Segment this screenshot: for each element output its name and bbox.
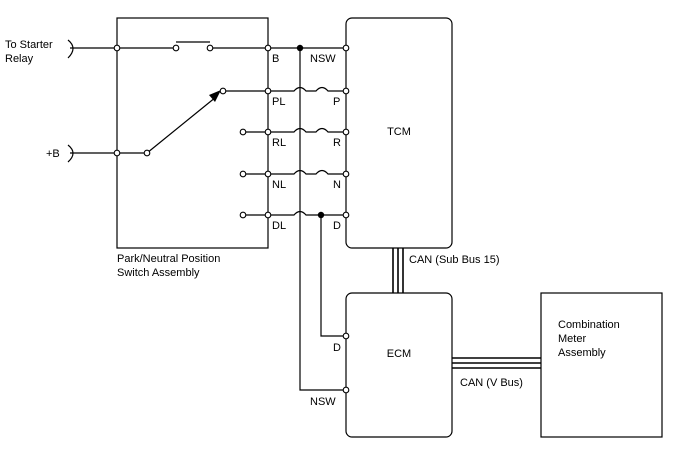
switch-pin-rl: RL bbox=[272, 137, 286, 149]
tcm-pin-r: R bbox=[333, 137, 341, 149]
combination-meter-box bbox=[540, 292, 663, 438]
tcm-pin-p: P bbox=[333, 96, 340, 108]
ecm-pin-nsw: NSW bbox=[310, 396, 336, 408]
nsw-drop-wire bbox=[299, 48, 346, 391]
can-v-bus bbox=[452, 357, 541, 369]
meter-label-line3: Assembly bbox=[558, 347, 606, 359]
switch-arrow-head bbox=[209, 90, 221, 102]
meter-label-line1: Combination bbox=[558, 319, 620, 331]
switch-pin-nl: NL bbox=[272, 179, 286, 191]
switch-assembly-label-line1: Park/Neutral Position bbox=[117, 253, 220, 265]
switch-pin-pl: PL bbox=[272, 96, 285, 108]
tcm-pin-nsw: NSW bbox=[310, 53, 336, 65]
junction-dot bbox=[296, 44, 304, 52]
plus-b-label: +B bbox=[46, 148, 60, 160]
starter-relay-wire bbox=[67, 39, 117, 59]
can-sub-bus-label: CAN (Sub Bus 15) bbox=[409, 254, 499, 266]
switch-pin-b: B bbox=[272, 53, 279, 65]
ecm-label: ECM bbox=[387, 348, 411, 360]
junction-dot bbox=[317, 211, 325, 219]
switch-internal-wiring bbox=[117, 41, 268, 216]
tcm-pin-d: D bbox=[333, 220, 341, 232]
tcm-label: TCM bbox=[387, 126, 411, 138]
can-sub-bus bbox=[392, 248, 404, 293]
tcm-pin-n: N bbox=[333, 179, 341, 191]
ecm-box bbox=[345, 292, 453, 438]
switch-pin-dl: DL bbox=[272, 220, 286, 232]
ecm-pin-d: D bbox=[333, 342, 341, 354]
switch-assembly-label-line2: Switch Assembly bbox=[117, 267, 200, 279]
terminals bbox=[113, 44, 350, 394]
d-drop-wire bbox=[320, 215, 346, 337]
can-v-bus-label: CAN (V Bus) bbox=[460, 377, 523, 389]
starter-relay-label-line1: To Starter bbox=[5, 39, 53, 51]
meter-label-line2: Meter bbox=[558, 333, 586, 345]
starter-relay-label-line2: Relay bbox=[5, 53, 34, 65]
plus-b-wire bbox=[67, 144, 117, 163]
